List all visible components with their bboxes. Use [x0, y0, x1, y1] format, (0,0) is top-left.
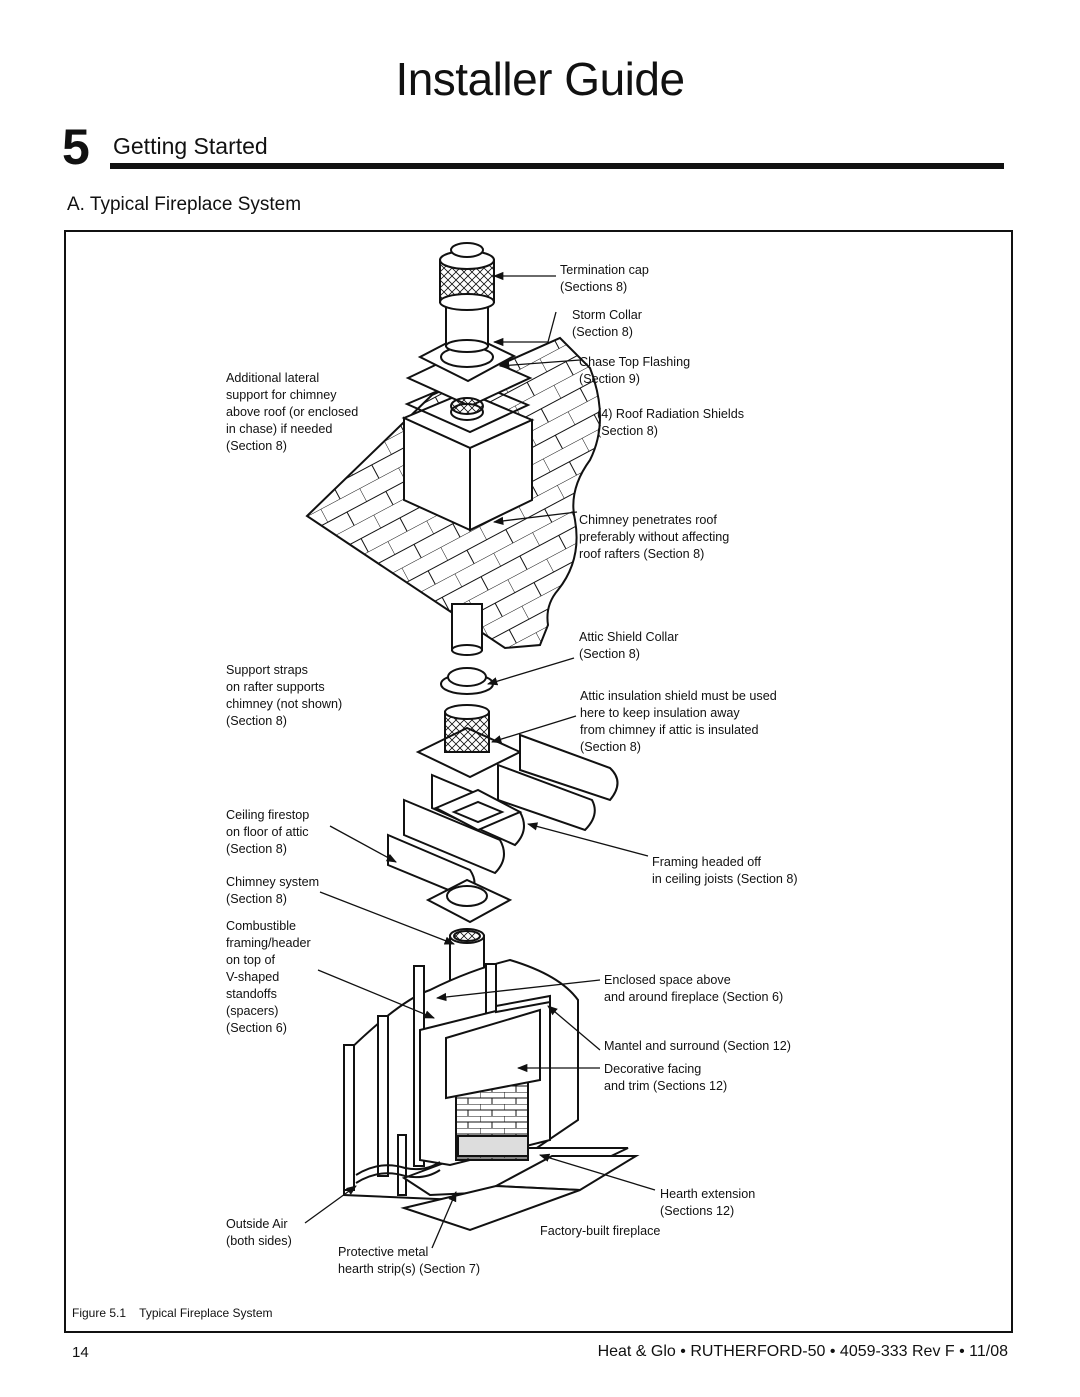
label-decorative-facing: Decorative facing and trim (Sections 12) [604, 1062, 728, 1093]
subheading: A. Typical Fireplace System [67, 194, 302, 215]
page-title: Installer Guide [395, 53, 685, 105]
label-ceiling-firestop: Ceiling firestop on floor of attic (Sect… [226, 808, 310, 856]
label-combustible-framing: Combustible framing/header on top of V-s… [226, 919, 311, 1035]
label-hearth-extension: Hearth extension (Sections 12) [660, 1187, 756, 1218]
label-additional-lateral: Additional lateral support for chimney a… [226, 371, 359, 453]
section-title: Getting Started [113, 133, 268, 159]
label-storm-collar: Storm Collar (Section 8) [572, 308, 642, 339]
outside-air-duct-icon [355, 1161, 441, 1184]
label-chase-top-flashing: Chase Top Flashing (Section 9) [579, 355, 691, 386]
termination-cap-icon [439, 242, 495, 353]
page-number: 14 [72, 1344, 89, 1361]
label-chimney-system: Chimney system (Section 8) [226, 875, 320, 906]
attic-insulation-shield-icon [415, 704, 523, 779]
label-protective-metal: Protective metal hearth strip(s) (Sectio… [338, 1245, 481, 1276]
flashing-icon [405, 331, 533, 421]
figure-caption: Figure 5.1 Typical Fireplace System [72, 1306, 273, 1320]
label-chimney-penetrates: Chimney penetrates roof preferably witho… [579, 513, 730, 561]
label-attic-shield-collar: Attic Shield Collar (Section 8) [579, 630, 679, 661]
leader-lines [304, 271, 656, 1249]
fireplace-icon [419, 994, 551, 1167]
section-rule [110, 163, 1004, 169]
figure-frame [64, 230, 1013, 1333]
ceiling-joists-icon [387, 733, 619, 900]
chimney-pipe-icon [451, 603, 483, 656]
label-factory-built: Factory-built fireplace [540, 1224, 661, 1238]
attic-shield-collar-icon [440, 667, 494, 695]
footer-document-info: Heat & Glo • RUTHERFORD-50 • 4059-333 Re… [597, 1343, 1008, 1360]
label-enclosed-space: Enclosed space above and around fireplac… [604, 973, 784, 1004]
hearth-extension-icon [400, 1155, 640, 1232]
label-roof-radiation-shields: (4) Roof Radiation Shields (Section 8) [597, 407, 745, 438]
label-attic-insulation-shield: Attic insulation shield must be used her… [580, 689, 777, 754]
label-outside-air: Outside Air (both sides) [226, 1217, 292, 1248]
label-support-straps: Support straps on rafter supports chimne… [226, 663, 343, 728]
label-mantel-surround: Mantel and surround (Section 12) [604, 1039, 791, 1053]
label-termination-cap: Termination cap (Sections 8) [560, 263, 649, 294]
ceiling-firestop-icon [425, 878, 513, 924]
section-number: 5 [62, 119, 90, 175]
label-framing-headed-off: Framing headed off in ceiling joists (Se… [652, 855, 798, 886]
